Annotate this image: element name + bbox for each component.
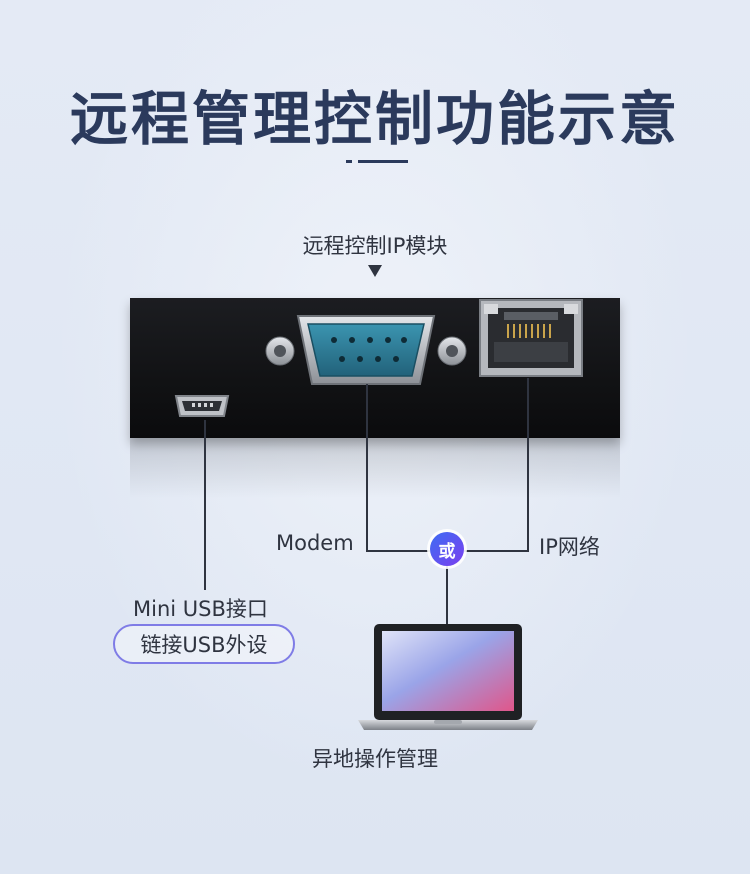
- title-divider-dot: [346, 160, 352, 163]
- ip-horizontal-line: [464, 550, 529, 552]
- usb-peripheral-pill: 链接USB外设: [113, 624, 295, 664]
- modem-connector-line: [366, 384, 368, 552]
- or-badge: 或: [430, 532, 464, 566]
- title-divider: [358, 160, 408, 163]
- mini-usb-connector-line: [204, 420, 206, 590]
- serial-port-icon: [265, 315, 467, 385]
- mini-usb-port-icon: [174, 395, 230, 417]
- rj45-port-icon: [479, 299, 583, 377]
- modem-horizontal-line: [366, 550, 430, 552]
- laptop-connector-line: [446, 566, 448, 624]
- module-label: 远程控制IP模块: [302, 234, 448, 258]
- device-reflection: [130, 438, 620, 498]
- page-title: 远程管理控制功能示意: [69, 85, 680, 153]
- modem-label: Modem: [276, 531, 354, 555]
- mini-usb-label: Mini USB接口: [133, 597, 268, 621]
- ip-network-label: IP网络: [539, 535, 600, 559]
- ip-connector-line: [527, 378, 529, 552]
- remote-management-label: 异地操作管理: [312, 747, 438, 771]
- laptop-icon: [358, 624, 538, 730]
- down-arrow-icon: [368, 265, 382, 277]
